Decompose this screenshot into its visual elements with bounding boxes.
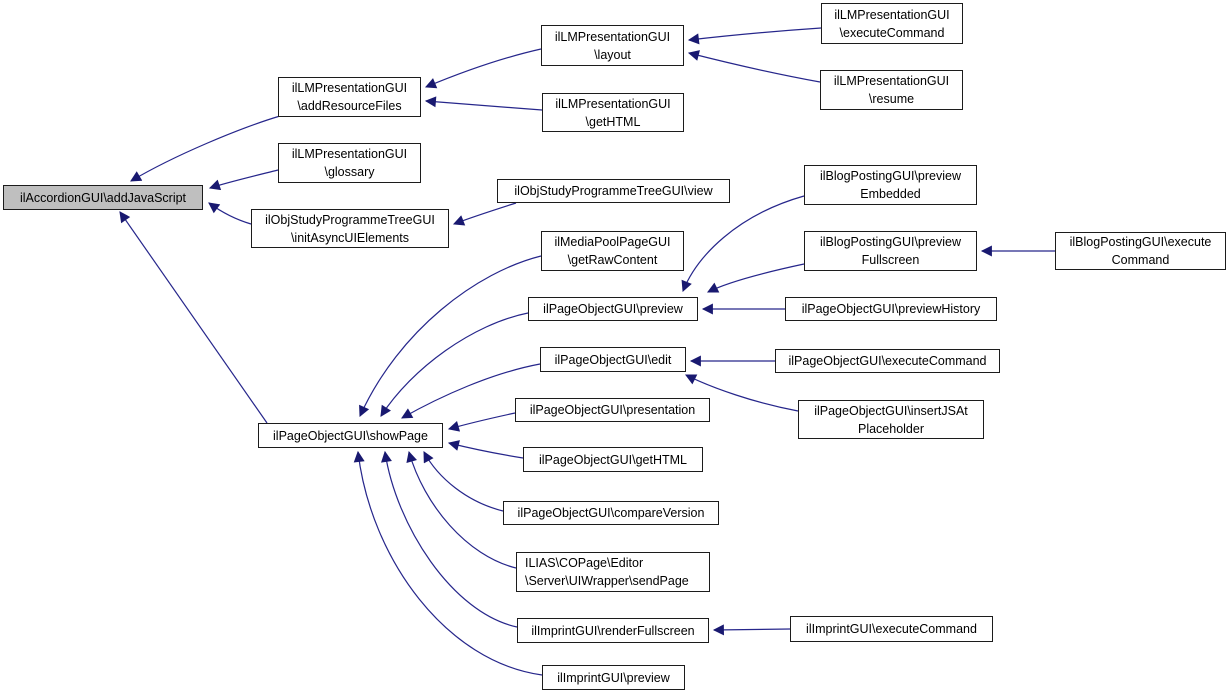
node-label-line: \getRawContent: [567, 253, 658, 267]
node-label-line: ilPageObjectGUI\showPage: [273, 428, 428, 443]
node-label-line: ilImprintGUI\renderFullscreen: [531, 623, 695, 638]
node-label-line: ilPageObjectGUI\insertJSAt: [814, 403, 968, 418]
node-label-line: Fullscreen: [861, 253, 920, 267]
edge-po-getHTML-to-showPage: [447, 440, 524, 459]
edge-edit-to-showPage: [401, 363, 541, 419]
node-ILIAS-COPage-Editor-Server-UIWrapper-sendPage[interactable]: ILIAS\COPage\Editor \Server\UIWrapper\se…: [516, 552, 710, 592]
node-label-line: \glossary: [324, 165, 375, 179]
node-label-line: ilPageObjectGUI\executeCommand: [788, 354, 987, 368]
node-label-line: ilObjStudyProgrammeTreeGUI\view: [514, 184, 713, 198]
node-label-line: Embedded: [860, 187, 921, 201]
node-label-line: ilBlogPostingGUI\execute: [1069, 235, 1212, 249]
node-label-line: ilPageObjectGUI\edit: [554, 352, 672, 367]
node-ilImprintGUI-renderFullscreen[interactable]: ilImprintGUI\renderFullscreen: [517, 618, 709, 643]
node-label-line: ilImprintGUI\executeCommand: [806, 622, 977, 636]
node-label-line: ilAccordionGUI\addJavaScript: [19, 190, 187, 205]
edge-presentation-to-showPage: [447, 412, 516, 432]
node-ilPageObjectGUI-getHTML[interactable]: ilPageObjectGUI\getHTML: [523, 447, 703, 472]
edge-imprint-preview-to-showPage: [353, 450, 543, 676]
node-label-line: \resume: [868, 92, 915, 106]
node-label-line: \layout: [594, 47, 631, 62]
edge-view-to-initAsyncUIElements: [452, 202, 517, 226]
edge-previewFullscreen-to-preview: [707, 263, 805, 293]
node-ilLMPresentationGUI-glossary[interactable]: ilLMPresentationGUI \glossary: [278, 143, 421, 183]
node-ilPageObjectGUI-compareVersion[interactable]: ilPageObjectGUI\compareVersion: [503, 501, 719, 525]
node-ilPageObjectGUI-showPage[interactable]: ilPageObjectGUI\showPage: [258, 423, 443, 448]
node-ilPageObjectGUI-previewHistory[interactable]: ilPageObjectGUI\previewHistory: [785, 297, 997, 321]
edge-preview-to-showPage: [380, 312, 529, 417]
node-ilLMPresentationGUI-executeCommand[interactable]: ilLMPresentationGUI \executeCommand: [821, 3, 963, 44]
edge-imprint-executeCommand-to-renderFullscreen: [712, 624, 791, 636]
node-label-line: ilLMPresentationGUI: [833, 74, 950, 88]
node-ilPageObjectGUI-executeCommand[interactable]: ilPageObjectGUI\executeCommand: [775, 349, 1000, 373]
node-label-line: ILIAS\COPage\Editor: [525, 556, 644, 570]
node-ilPageObjectGUI-preview[interactable]: ilPageObjectGUI\preview: [528, 297, 698, 321]
node-label-line: ilLMPresentationGUI: [554, 29, 671, 44]
node-label-line: \initAsyncUIElements: [290, 230, 410, 245]
node-label-line: ilPageObjectGUI\presentation: [529, 403, 696, 417]
node-label-line: ilBlogPostingGUI\preview: [819, 169, 962, 183]
node-ilBlogPostingGUI-executeCommand[interactable]: ilBlogPostingGUI\execute Command: [1055, 232, 1226, 270]
node-label-line: \addResourceFiles: [297, 99, 402, 113]
node-label-line: ilPageObjectGUI\getHTML: [539, 452, 687, 467]
node-label-line: Placeholder: [857, 421, 924, 436]
node-ilObjStudyProgrammeTreeGUI-initAsyncUIElements[interactable]: ilObjStudyProgrammeTreeGUI \initAsyncUIE…: [251, 209, 449, 248]
node-ilLMPresentationGUI-addResourceFiles[interactable]: ilLMPresentationGUI \addResourceFiles: [278, 77, 421, 117]
edge-lm-executeCommand-to-layout: [687, 27, 822, 45]
node-ilMediaPoolPageGUI-getRawContent[interactable]: ilMediaPoolPageGUI \getRawContent: [541, 231, 684, 271]
node-ilObjStudyProgrammeTreeGUI-view[interactable]: ilObjStudyProgrammeTreeGUI\view: [497, 179, 730, 203]
node-ilImprintGUI-preview[interactable]: ilImprintGUI\preview: [542, 665, 685, 690]
node-label-line: ilLMPresentationGUI: [834, 7, 950, 22]
edge-previewEmbedded-to-preview: [681, 195, 805, 293]
edge-compareVersion-to-showPage: [423, 451, 504, 512]
node-label-line: Command: [1111, 253, 1170, 267]
node-ilAccordionGUI-addJavaScript: ilAccordionGUI\addJavaScript: [3, 185, 203, 210]
edge-sendPage-to-showPage: [406, 450, 517, 569]
node-label-line: ilMediaPoolPageGUI: [554, 235, 671, 249]
edge-glossary-to-addJavaScript: [208, 169, 279, 191]
node-label-line: \getHTML: [585, 114, 641, 129]
node-label-line: ilPageObjectGUI\compareVersion: [517, 506, 705, 520]
node-label-line: ilPageObjectGUI\preview: [543, 302, 683, 316]
edge-initAsyncUIElements-to-addJavaScript: [208, 202, 252, 225]
node-label-line: ilLMPresentationGUI: [291, 147, 408, 161]
node-ilPageObjectGUI-insertJSAtPlaceholder[interactable]: ilPageObjectGUI\insertJSAt Placeholder: [798, 400, 984, 439]
node-ilBlogPostingGUI-previewFullscreen[interactable]: ilBlogPostingGUI\preview Fullscreen: [804, 231, 977, 271]
node-label-line: ilLMPresentationGUI: [291, 81, 408, 95]
edge-showPage-to-addJavaScript: [119, 211, 268, 424]
node-label-line: ilImprintGUI\preview: [557, 670, 670, 685]
node-ilLMPresentationGUI-resume[interactable]: ilLMPresentationGUI \resume: [820, 70, 963, 110]
node-label-line: ilLMPresentationGUI: [555, 96, 671, 111]
node-label-line: ilObjStudyProgrammeTreeGUI: [265, 212, 435, 227]
node-ilLMPresentationGUI-layout[interactable]: ilLMPresentationGUI \layout: [541, 25, 684, 66]
node-ilImprintGUI-executeCommand[interactable]: ilImprintGUI\executeCommand: [790, 616, 993, 642]
node-label-line: \executeCommand: [839, 25, 945, 40]
edge-getRawContent-to-showPage: [359, 255, 542, 418]
node-ilPageObjectGUI-edit[interactable]: ilPageObjectGUI\edit: [540, 347, 686, 372]
node-ilBlogPostingGUI-previewEmbedded[interactable]: ilBlogPostingGUI\preview Embedded: [804, 165, 977, 205]
edge-renderFullscreen-to-showPage: [381, 450, 518, 628]
node-label-line: ilPageObjectGUI\previewHistory: [801, 302, 981, 316]
node-ilLMPresentationGUI-getHTML[interactable]: ilLMPresentationGUI \getHTML: [542, 93, 684, 132]
edge-insertJSAtPlaceholder-to-edit: [685, 374, 799, 412]
edge-addResourceFiles-to-addJavaScript: [130, 115, 281, 182]
node-label-line: \Server\UIWrapper\sendPage: [525, 574, 689, 588]
node-label-line: ilBlogPostingGUI\preview: [819, 235, 962, 249]
edge-layout-to-addResourceFiles: [424, 48, 542, 89]
edge-resume-to-layout: [687, 50, 821, 83]
node-ilPageObjectGUI-presentation[interactable]: ilPageObjectGUI\presentation: [515, 398, 710, 422]
edge-lm-getHTML-to-addResourceFiles: [424, 96, 543, 111]
